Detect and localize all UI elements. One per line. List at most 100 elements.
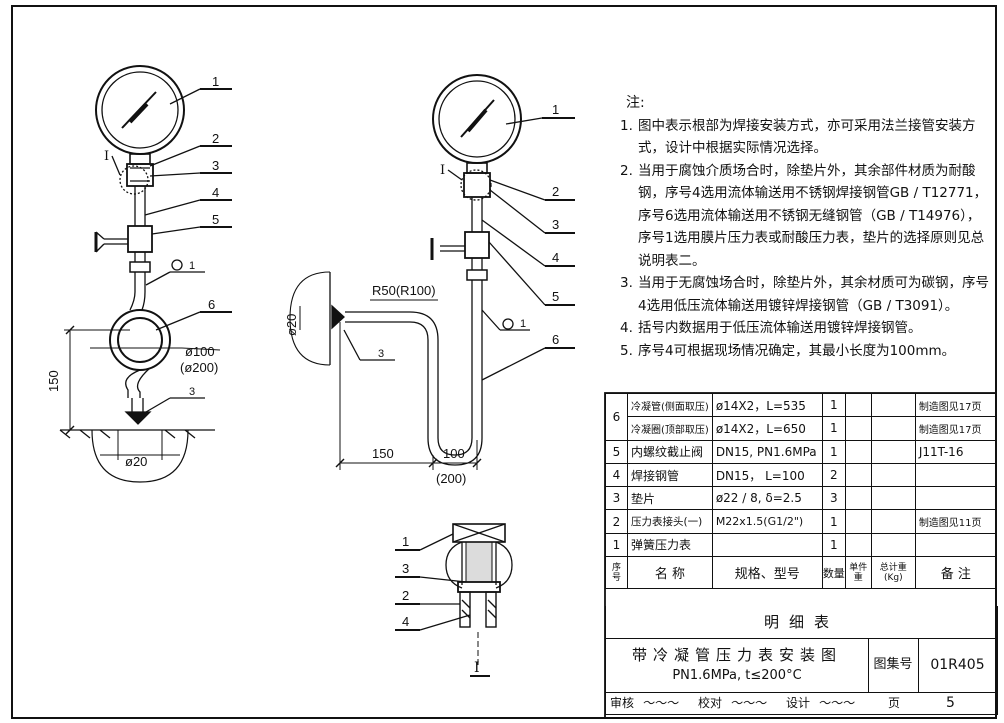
left-label-2: 2 [212, 131, 219, 146]
left-label-3: 3 [212, 158, 219, 173]
row-remark [914, 486, 997, 511]
detail-label-3: 3 [402, 561, 409, 576]
table-row: 4 焊接钢管 DN15， L=100 2 [605, 462, 997, 488]
row-name: 冷凝圈(顶部取压) [627, 416, 713, 441]
table-row: 1 弹簧压力表 1 [605, 532, 997, 558]
signature-row: 审核 ～～～ 校对 ～～～ 设计 ～～～ 页 5 [605, 692, 998, 715]
atlas-label: 图集号 [868, 638, 919, 692]
row-unit-weight [844, 416, 872, 441]
row-remark [914, 462, 997, 488]
row-remark [914, 532, 997, 558]
left-label-6: 6 [208, 297, 215, 312]
row-total-weight [870, 486, 916, 511]
left-dim-d100: ø100 [185, 344, 215, 359]
note-3-num: 3. [620, 275, 633, 291]
sheet-border [11, 5, 997, 719]
left-dim-150: 150 [46, 370, 61, 392]
row-total-weight [870, 509, 916, 534]
note-4-text: 括号内数据用于低压流体输送用镀锌焊接钢管。 [638, 320, 922, 336]
right-dim-100: 100 [443, 446, 465, 461]
review-signature: ～～～ [642, 696, 679, 710]
row-no: 1 [605, 532, 628, 558]
row-spec: DN15， L=100 [711, 462, 823, 488]
row-no: 6 [605, 393, 628, 441]
right-label-4: 4 [552, 250, 559, 265]
left-label-4: 4 [212, 185, 219, 200]
left-dim-d20: ø20 [125, 454, 147, 469]
right-detail-mark: I [440, 163, 445, 178]
detail-mark: I [474, 660, 480, 676]
row-total-weight [870, 392, 916, 418]
header-total-weight: 总计重(Kg) [870, 556, 916, 590]
row-total-weight [870, 532, 916, 558]
note-3-text: 当用于无腐蚀场合时，除垫片外，其余材质可为碳钢，序号4选用低压流体输送用镀锌焊接… [638, 275, 989, 314]
row-unit-weight [844, 439, 872, 464]
row-unit-weight [844, 392, 872, 418]
table-row: 6 冷凝管(侧面取压) ø14X2，L=535 1 制造图见17页 [605, 392, 997, 441]
right-valve-icon [464, 231, 490, 259]
title-row: 带冷凝管压力表安装图 PN1.6MPa, t≤200°C 图集号 01R405 [605, 638, 998, 693]
row-qty: 1 [821, 416, 846, 441]
row-qty: 1 [821, 532, 846, 558]
row-spec: ø22 / 8, δ=2.5 [711, 486, 823, 511]
row-unit-weight [844, 509, 872, 534]
row-name: 内螺纹截止阀 [627, 439, 713, 464]
detail-view [395, 523, 513, 677]
table-row: 冷凝圈(顶部取压) ø14X2，L=650 1 制造图见17页 [606, 416, 997, 441]
right-dim-d20: ø20 [284, 314, 299, 336]
row-remark: J11T-16 [914, 439, 997, 464]
row-no: 2 [605, 509, 628, 534]
atlas-number: 01R405 [930, 657, 985, 673]
row-spec [711, 532, 823, 558]
row-no: 3 [605, 486, 628, 511]
left-label-5: 5 [212, 212, 219, 227]
note-5-text: 序号4可根据现场情况确定，其最小长度为100mm。 [638, 342, 956, 359]
notes-panel: 注: 1.图中表示根部为焊接安装方式，亦可采用法兰接管安装方式，设计中根据实际情… [620, 92, 992, 362]
left-weld-mark-1: 1 [189, 260, 195, 272]
note-1-num: 1. [620, 117, 633, 134]
note-3: 3. 当用于无腐蚀场合时，除垫片外，其余材质可为碳钢，序号4选用低压流体输送用镀锌… [620, 272, 992, 317]
note-1-text: 图中表示根部为焊接安装方式，亦可采用法兰接管安装方式，设计中根据实际情况选择。 [638, 117, 976, 157]
note-2: 2. 当用于腐蚀介质场合时，除垫片外，其余部件材质为耐酸钢，序号4选用流体输送用不… [620, 160, 992, 273]
left-detail-mark: I [104, 149, 109, 164]
row-total-weight [870, 439, 916, 464]
left-label-1: 1 [212, 74, 219, 89]
header-name: 名 称 [627, 556, 713, 590]
row-no: 4 [605, 462, 628, 488]
drawing-title: 带冷凝管压力表安装图 [631, 646, 842, 664]
drawing-subtitle: PN1.6MPa, t≤200°C [672, 668, 802, 683]
table-header-row: 序号 名 称 规格、型号 数量 单件重 总计重(Kg) 备 注 [605, 556, 997, 590]
note-5-num: 5. [620, 342, 633, 359]
row-total-weight [870, 462, 916, 488]
right-label-5: 5 [552, 289, 559, 304]
row-spec: DN15, PN1.6MPa [711, 439, 823, 464]
detail-label-1: 1 [402, 534, 409, 549]
row-unit-weight [844, 532, 872, 558]
note-5: 5. 序号4可根据现场情况确定，其最小长度为100mm。 [620, 340, 992, 363]
header-remark: 备 注 [914, 556, 997, 590]
check-signature: ～～～ [730, 696, 767, 710]
table-row: 3 垫片 ø22 / 8, δ=2.5 3 [605, 486, 997, 511]
row-remark: 制造图见11页 [914, 509, 997, 534]
detail-label-2: 2 [402, 588, 409, 603]
right-weld-mark-3: 3 [378, 348, 384, 360]
note-2-num: 2. [620, 162, 633, 179]
row-spec: ø14X2，L=535 [711, 392, 823, 418]
right-label-3: 3 [552, 217, 559, 232]
row-qty: 2 [821, 462, 846, 488]
design-signature: ～～～ [818, 696, 855, 710]
right-dim-150: 150 [372, 446, 394, 461]
note-1: 1. 图中表示根部为焊接安装方式，亦可采用法兰接管安装方式，设计中根据实际情况选择… [620, 115, 992, 160]
row-name: 垫片 [627, 486, 713, 511]
row-name: 弹簧压力表 [627, 532, 713, 558]
left-valve-icon [127, 225, 153, 253]
title-block: 明细表 带冷凝管压力表安装图 PN1.6MPa, t≤200°C 图集号 01R… [605, 606, 998, 716]
table-row: 5 内螺纹截止阀 DN15, PN1.6MPa 1 J11T-16 [605, 439, 997, 464]
row-spec: M22x1.5(G1/2") [711, 509, 823, 534]
header-no: 序号 [605, 556, 628, 590]
detail-label-4: 4 [402, 614, 409, 629]
row-unit-weight [844, 462, 872, 488]
note-2-text: 当用于腐蚀介质场合时，除垫片外，其余部件材质为耐酸钢，序号4选用流体输送用不锈钢… [638, 162, 988, 269]
right-view [289, 74, 575, 470]
